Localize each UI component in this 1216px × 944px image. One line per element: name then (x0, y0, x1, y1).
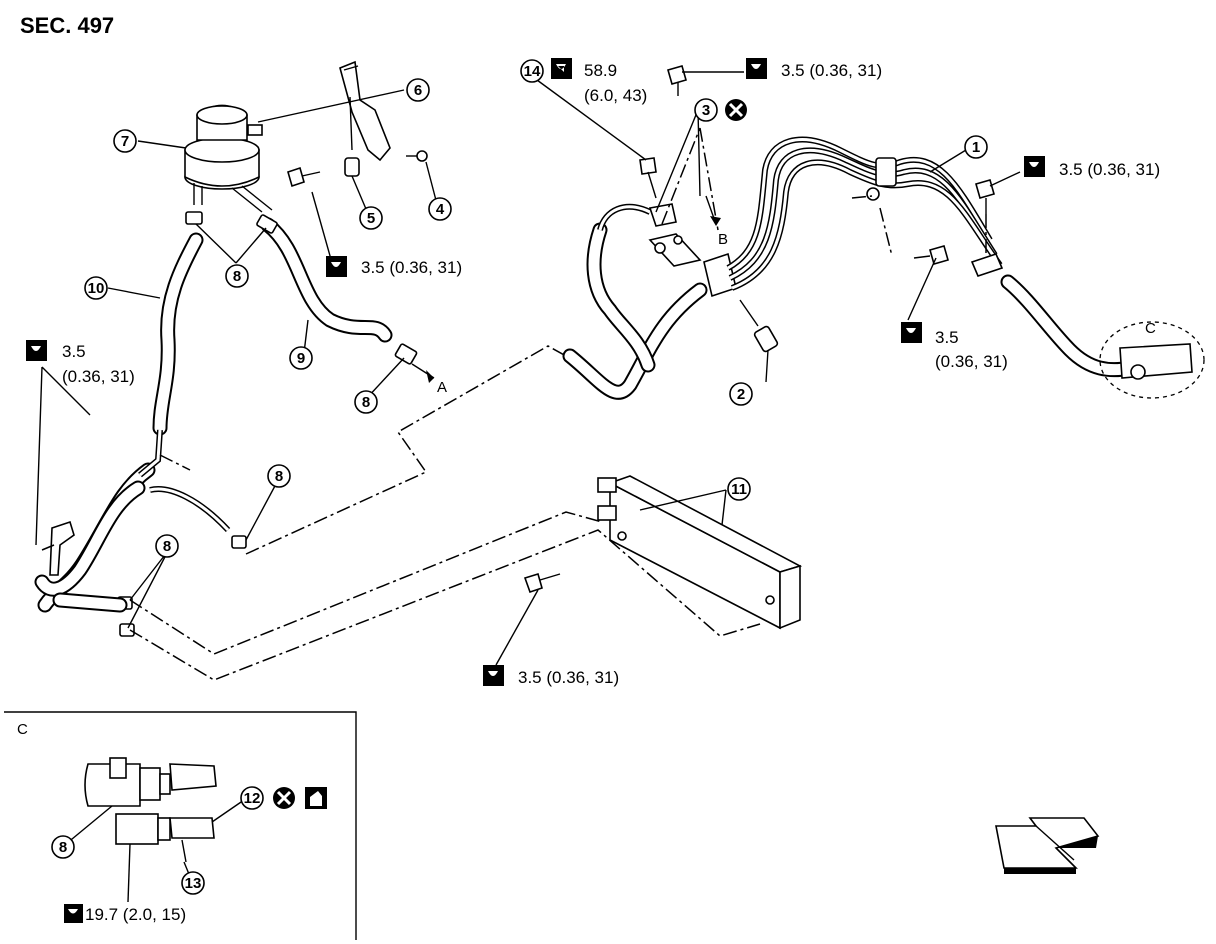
oil-cooler (597, 475, 803, 630)
svg-text:8: 8 (163, 538, 171, 555)
bolt-top (667, 65, 687, 96)
cooler-bolt (523, 572, 561, 594)
arrow-label-b: B (718, 231, 728, 248)
reservoir-bracket (339, 60, 391, 162)
part-number-13: 13 (181, 871, 205, 895)
torque-14-unit: (6.0, 43) (584, 86, 647, 105)
bolt-mid (913, 245, 949, 265)
torque-detail: 19.7 (2.0, 15) (85, 905, 186, 924)
svg-text:13: 13 (185, 875, 202, 892)
grommet (344, 157, 360, 177)
do-not-reuse-icon (725, 99, 747, 121)
svg-text:5: 5 (367, 210, 375, 227)
svg-text:6: 6 (414, 82, 422, 99)
clamp (394, 343, 418, 365)
part-number-12: 12 (240, 786, 264, 810)
do-not-reuse-icon (273, 787, 295, 809)
torque-wrench-icon (326, 256, 347, 277)
svg-text:8: 8 (275, 468, 283, 485)
torque-wrench-icon (551, 58, 572, 79)
torque-1: 3.5 (0.36, 31) (1059, 160, 1160, 179)
front-direction-arrow-icon (995, 817, 1100, 874)
union-block (648, 203, 737, 298)
reservoir-tank (184, 104, 273, 213)
part-number-14: 14 (520, 59, 544, 83)
detail-c-callout (1099, 321, 1205, 399)
torque-reservoir: 3.5 (0.36, 31) (361, 258, 462, 277)
svg-text:7: 7 (121, 133, 129, 150)
part-number-3: 3 (694, 98, 718, 122)
detail-hose-fitting (84, 757, 217, 863)
part-number-10: 10 (84, 276, 108, 300)
torque-wrench-icon (746, 58, 767, 79)
svg-text:4: 4 (436, 201, 445, 218)
torque-wrench-icon (64, 904, 83, 923)
part-number-9: 9 (289, 346, 313, 370)
bolt-right (975, 179, 995, 214)
clamp (231, 535, 247, 549)
torque-left-unit: (0.36, 31) (62, 367, 135, 386)
torque-wrench-icon (901, 322, 922, 343)
torque-3: 3.5 (0.36, 31) (781, 61, 882, 80)
pressure-switch (739, 299, 779, 353)
svg-text:11: 11 (731, 481, 747, 498)
svg-text:12: 12 (244, 790, 261, 807)
svg-text:2: 2 (737, 386, 745, 403)
torque-mid-unit: (0.36, 31) (935, 352, 1008, 371)
clip-4 (406, 150, 428, 162)
svg-text:8: 8 (362, 394, 370, 411)
svg-text:8: 8 (59, 839, 67, 856)
arrow-label-c: C (1145, 320, 1156, 337)
arrow-label-a: A (437, 379, 447, 396)
detail-c-frame (4, 711, 357, 940)
section-title: SEC. 497 (20, 13, 114, 38)
svg-text:10: 10 (88, 280, 105, 297)
torque-left-value: 3.5 (62, 342, 86, 361)
torque-14: 58.9 (584, 61, 617, 80)
part-number-8: 8 (155, 534, 179, 558)
clamp (185, 211, 203, 225)
union-bolt (639, 157, 657, 199)
part-number-2: 2 (729, 382, 753, 406)
part-number-11: 11 (727, 477, 751, 501)
torque-mid-value: 3.5 (935, 328, 959, 347)
part-number-8: 8 (225, 264, 249, 288)
torque-cooler: 3.5 (0.36, 31) (518, 668, 619, 687)
part-number-5: 5 (359, 206, 383, 230)
svg-text:14: 14 (524, 63, 541, 80)
part-number-1: 1 (964, 135, 988, 159)
svg-text:8: 8 (233, 268, 241, 285)
part-number-7: 7 (113, 129, 137, 153)
torque-wrench-icon (26, 340, 47, 361)
svg-text:1: 1 (972, 139, 980, 156)
svg-text:9: 9 (297, 350, 305, 367)
clamp (119, 623, 135, 637)
tube-bracket-right (970, 253, 1004, 277)
torque-wrench-icon (1024, 156, 1045, 177)
clamp (256, 214, 278, 234)
left-bracket (49, 520, 75, 576)
part-number-8: 8 (51, 835, 75, 859)
part-number-8: 8 (267, 464, 291, 488)
bolt-reservoir (287, 166, 321, 188)
part-number-6: 6 (406, 78, 430, 102)
detail-c-title: C (17, 721, 28, 738)
svg-text:3: 3 (702, 102, 710, 119)
apply-fluid-icon (305, 787, 327, 809)
tube-clamp (866, 157, 897, 201)
torque-wrench-icon (483, 665, 504, 686)
part-number-8: 8 (354, 390, 378, 414)
part-number-4: 4 (428, 197, 452, 221)
